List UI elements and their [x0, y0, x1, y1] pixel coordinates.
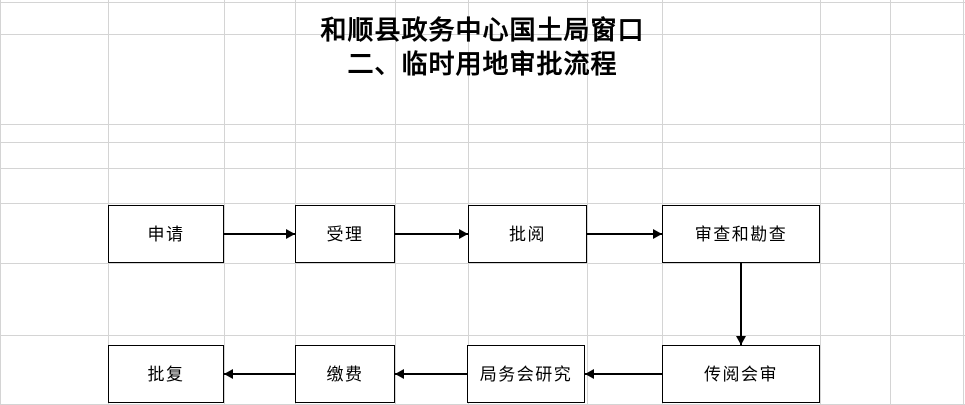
grid-column-line-2 [224, 0, 225, 405]
flowchart-node-label: 局务会研究 [479, 364, 573, 384]
connector-line [224, 233, 295, 235]
flowchart-node-payment[interactable]: 缴费 [295, 345, 395, 403]
grid-row-line-1 [0, 34, 965, 35]
grid-column-line-10 [963, 0, 964, 405]
grid-column-line-3 [295, 0, 296, 405]
connector-line [395, 233, 468, 235]
connector-arrowhead-down [736, 336, 746, 345]
grid-row-line-2 [0, 124, 965, 125]
grid-column-line-6 [587, 0, 588, 405]
grid-row-line-6 [0, 263, 965, 264]
connector-arrowhead-right [286, 229, 295, 239]
connector-line [224, 373, 295, 375]
grid-column-line-5 [468, 0, 469, 405]
title-line-2: 二、临时用地审批流程 [347, 50, 618, 80]
flowchart-node-label: 审查和勘查 [694, 224, 788, 244]
connector-line [585, 373, 662, 375]
grid-column-line-9 [890, 0, 891, 405]
flowchart-node-inspect[interactable]: 审查和勘查 [662, 205, 820, 263]
connector-arrowhead-left [395, 369, 404, 379]
connector-arrowhead-right [653, 229, 662, 239]
flowchart-node-label: 传阅会审 [704, 364, 778, 384]
page-title: 和顺县政务中心国土局窗口 二、临时用地审批流程 [0, 14, 965, 83]
flowchart-node-label: 申请 [147, 224, 185, 244]
flowchart-node-label: 批复 [147, 364, 185, 384]
flowchart-node-bureau[interactable]: 局务会研究 [467, 345, 585, 403]
grid-column-line-4 [395, 0, 396, 405]
flowchart-node-label: 受理 [326, 224, 364, 244]
flowchart-node-accept[interactable]: 受理 [295, 205, 395, 263]
connector-line [587, 233, 662, 235]
connector-arrowhead-left [585, 369, 594, 379]
grid-column-line-0 [0, 0, 1, 405]
flowchart-node-label: 批阅 [509, 224, 546, 244]
grid-row-line-5 [0, 203, 965, 204]
grid-column-line-7 [662, 0, 663, 405]
flowchart-node-circulate[interactable]: 传阅会审 [662, 345, 820, 403]
connector-arrowhead-right [459, 229, 468, 239]
grid-column-line-8 [820, 0, 821, 405]
grid-row-line-7 [0, 335, 965, 336]
flowchart-node-approval[interactable]: 批复 [108, 345, 224, 403]
flowchart-node-review[interactable]: 批阅 [468, 205, 587, 263]
flowchart-node-apply[interactable]: 申请 [108, 205, 224, 263]
grid-row-line-3 [0, 142, 965, 143]
grid-row-line-4 [0, 168, 965, 169]
grid-row-line-0 [0, 2, 965, 3]
connector-arrowhead-left [224, 369, 233, 379]
title-line-1: 和顺县政务中心国土局窗口 [320, 16, 645, 45]
flowchart-node-label: 缴费 [326, 364, 364, 384]
grid-column-line-1 [108, 0, 109, 405]
connector-line [740, 263, 742, 345]
connector-line [395, 373, 467, 375]
